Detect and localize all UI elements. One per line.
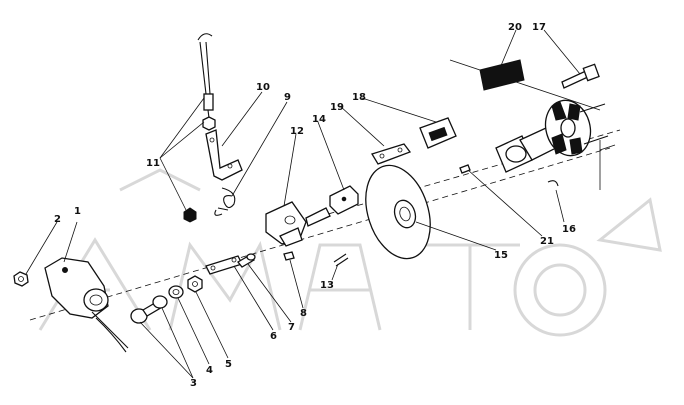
part-13-pin [333, 253, 349, 267]
part-11-cable [183, 33, 216, 223]
callout-17: 17 [532, 22, 546, 33]
callout-2: 2 [54, 214, 61, 225]
callout-10: 10 [256, 82, 270, 93]
callout-labels: 1 2 3 4 5 6 7 8 9 10 11 12 13 14 15 16 1… [54, 22, 576, 389]
part-18-plate [419, 117, 457, 149]
callout-14: 14 [312, 114, 326, 125]
part-21-pin [459, 164, 471, 174]
part-20-label-plate [479, 59, 525, 91]
callout-4: 4 [206, 365, 213, 376]
assembly-axis [29, 59, 621, 321]
callout-12: 12 [290, 126, 304, 137]
leader-lines [25, 29, 581, 379]
part-7-pin [237, 253, 256, 268]
callout-13: 13 [320, 280, 334, 291]
part-5-nut [187, 275, 203, 293]
part-19-plate [371, 143, 412, 165]
part-4-washer [168, 285, 184, 299]
callout-21: 21 [540, 236, 554, 247]
callout-3: 3 [190, 378, 197, 389]
part-10-cable-bracket [205, 129, 243, 181]
part-2-nut [13, 271, 29, 287]
part-1-bracket [44, 257, 129, 353]
part-15-sheave [365, 164, 431, 260]
callout-20: 20 [508, 22, 522, 33]
callout-9: 9 [284, 92, 291, 103]
part-8-clip [283, 251, 295, 261]
part-9-spring [214, 187, 236, 216]
callout-6: 6 [270, 331, 277, 342]
callout-5: 5 [225, 359, 232, 370]
callout-1: 1 [74, 206, 81, 217]
callout-8: 8 [300, 308, 307, 319]
callout-19: 19 [330, 102, 344, 113]
callout-7: 7 [288, 322, 295, 333]
part-14-block [329, 185, 359, 215]
callout-11: 11 [146, 158, 160, 169]
callout-18: 18 [352, 92, 366, 103]
part-16-clip [547, 180, 559, 187]
callout-15: 15 [494, 250, 508, 261]
drive-hub [495, 99, 609, 173]
part-3-bolt [130, 295, 168, 324]
part-12-lever-arm [265, 201, 331, 247]
part-17-bolt [561, 63, 600, 89]
part-6-link-arm [205, 255, 243, 275]
callout-16: 16 [562, 224, 576, 235]
